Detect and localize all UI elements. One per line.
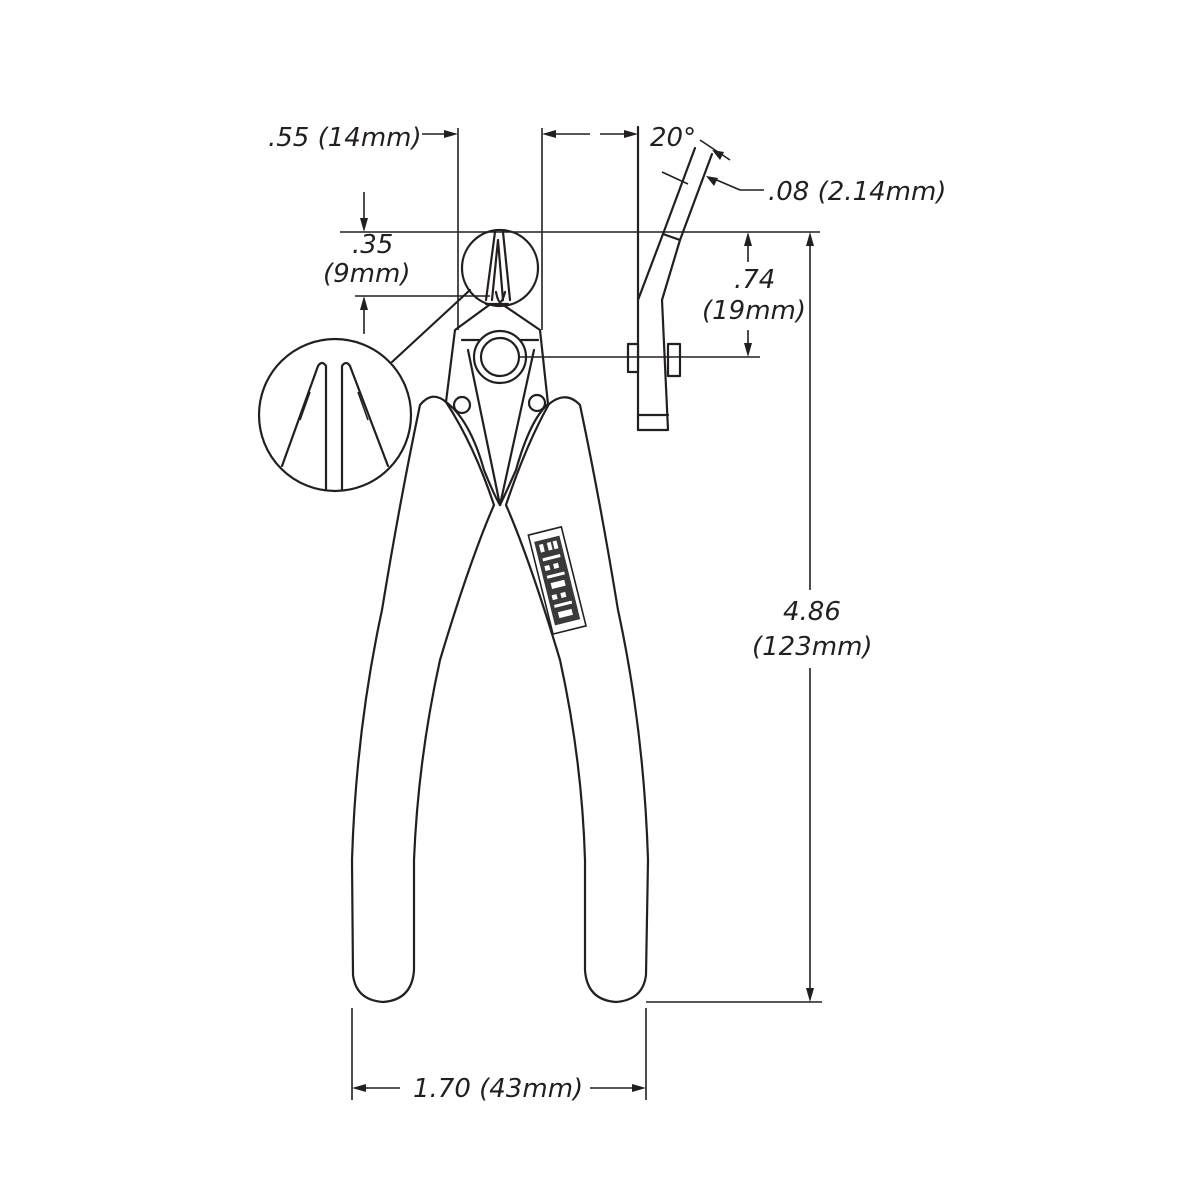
brand-label-logo bbox=[527, 525, 587, 636]
handle-left bbox=[350, 395, 496, 1004]
dim-overall-length-mm-label: (123mm) bbox=[752, 632, 873, 662]
dim-angle-label: 20° bbox=[650, 123, 696, 153]
pivot-inner bbox=[479, 336, 521, 378]
handle-right bbox=[504, 396, 650, 1004]
plier-head bbox=[444, 228, 550, 507]
side-view bbox=[626, 125, 714, 432]
dim-jaw-width-label: .55 (14mm) bbox=[268, 123, 422, 153]
dim-blade-thickness-label: .08 (2.14mm) bbox=[768, 177, 946, 207]
dim-overall-length-in-label: 4.86 bbox=[783, 597, 841, 627]
dim-tip-length-in-label: .35 bbox=[352, 230, 393, 260]
dim-head-length-in-label: .74 bbox=[734, 265, 775, 295]
dim-head-length-mm-label: (19mm) bbox=[702, 296, 806, 326]
rivet-right-icon bbox=[527, 393, 547, 413]
rivet-left-icon bbox=[452, 395, 472, 415]
dim-tip-length-mm-label: (9mm) bbox=[323, 259, 410, 289]
magnified-tip-detail bbox=[257, 288, 472, 493]
dimension-lines bbox=[340, 128, 822, 1100]
dim-overall-width-label: 1.70 (43mm) bbox=[413, 1074, 583, 1104]
